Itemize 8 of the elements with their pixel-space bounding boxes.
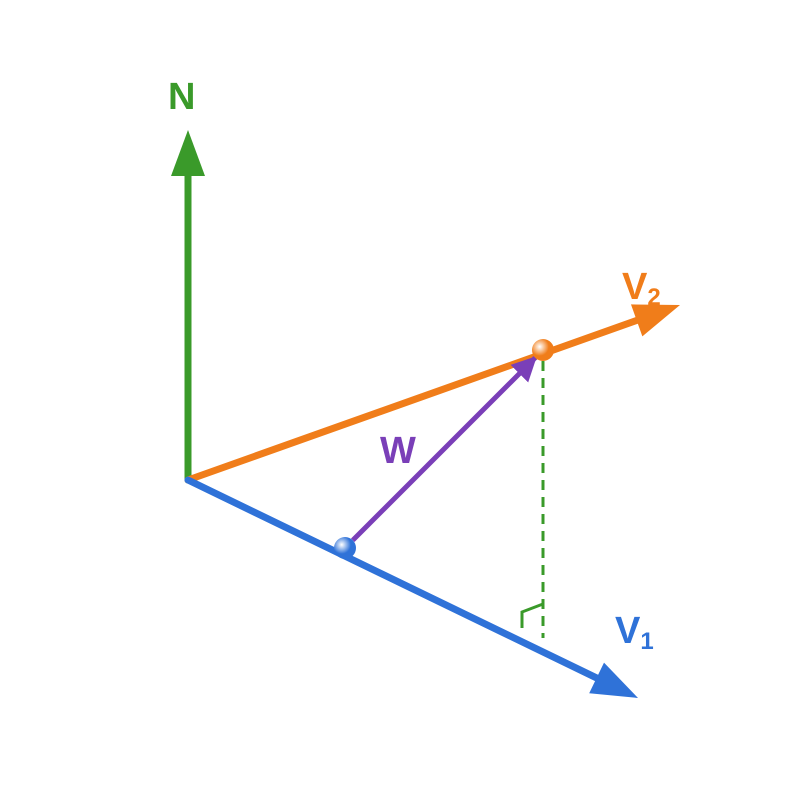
vector-label: N (168, 78, 196, 116)
vector-label: V$_{2}$ (622, 268, 661, 310)
edge-label: W (380, 432, 416, 470)
dashed-line (542, 361, 544, 638)
arrow (351, 356, 537, 542)
point-dot (334, 537, 356, 559)
vector-label: V$_{1}$ (615, 612, 654, 654)
point-dot (532, 339, 554, 361)
